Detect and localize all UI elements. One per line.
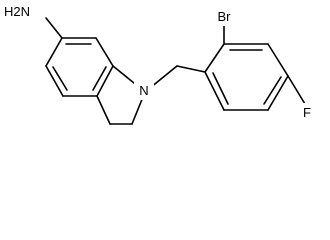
fluorine-label: F — [303, 105, 311, 120]
amine-bond — [45, 17, 63, 39]
fluorine-bond — [287, 75, 306, 105]
molecule-structure: N H2N Br F — [4, 4, 312, 125]
indoline-benzene-ring — [45, 37, 114, 97]
bromine-label: Br — [218, 9, 232, 24]
amine-label: H2N — [4, 4, 30, 19]
nitrogen-label: N — [139, 83, 148, 98]
methylene-bond-2 — [176, 65, 206, 73]
bromofluorophenyl-ring — [204, 43, 289, 111]
